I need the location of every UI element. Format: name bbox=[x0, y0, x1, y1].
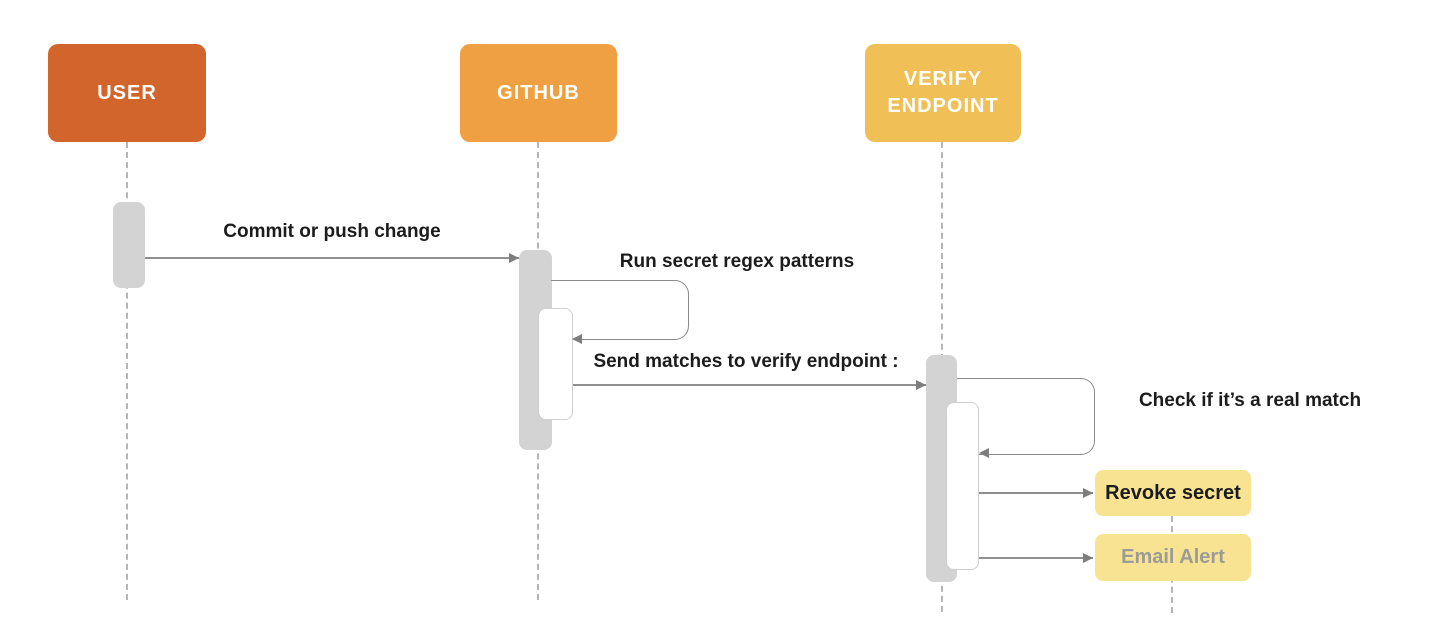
message-commit-label: Commit or push change bbox=[223, 221, 441, 242]
message-revoke-line bbox=[977, 492, 1093, 494]
activation-user bbox=[113, 202, 145, 288]
note-email-alert: Email Alert bbox=[1095, 534, 1251, 581]
note-email-alert-label: Email Alert bbox=[1121, 546, 1225, 568]
message-send-label: Send matches to verify endpoint : bbox=[593, 351, 899, 372]
activation-verify-inner bbox=[946, 402, 979, 570]
actor-github: GITHUB bbox=[460, 44, 617, 142]
message-send-line bbox=[571, 384, 926, 386]
message-revoke-arrowhead-icon bbox=[1083, 488, 1093, 498]
message-commit-line bbox=[145, 257, 519, 259]
actor-verify-endpoint: VERIFY ENDPOINT bbox=[865, 44, 1021, 142]
activation-github-inner bbox=[538, 308, 573, 420]
message-check-arrowhead-icon bbox=[979, 448, 989, 458]
lifeline-user bbox=[126, 142, 128, 600]
message-email-line bbox=[977, 557, 1093, 559]
actor-user-label: USER bbox=[97, 81, 157, 104]
note-revoke-secret-label: Revoke secret bbox=[1105, 481, 1241, 504]
note-revoke-secret: Revoke secret bbox=[1095, 470, 1251, 516]
actor-verify-endpoint-label: VERIFY ENDPOINT bbox=[887, 68, 999, 117]
message-email-arrowhead-icon bbox=[1083, 553, 1093, 563]
actor-user: USER bbox=[48, 44, 206, 142]
message-check-self-loop bbox=[957, 378, 1095, 455]
message-regex-arrowhead-icon bbox=[572, 334, 582, 344]
message-regex-label: Run secret regex patterns bbox=[619, 251, 855, 272]
message-check-label: Check if it’s a real match bbox=[1138, 390, 1362, 411]
actor-github-label: GITHUB bbox=[497, 81, 580, 104]
message-commit-arrowhead-icon bbox=[509, 253, 519, 263]
message-send-arrowhead-icon bbox=[916, 380, 926, 390]
message-regex-self-loop bbox=[551, 280, 689, 340]
